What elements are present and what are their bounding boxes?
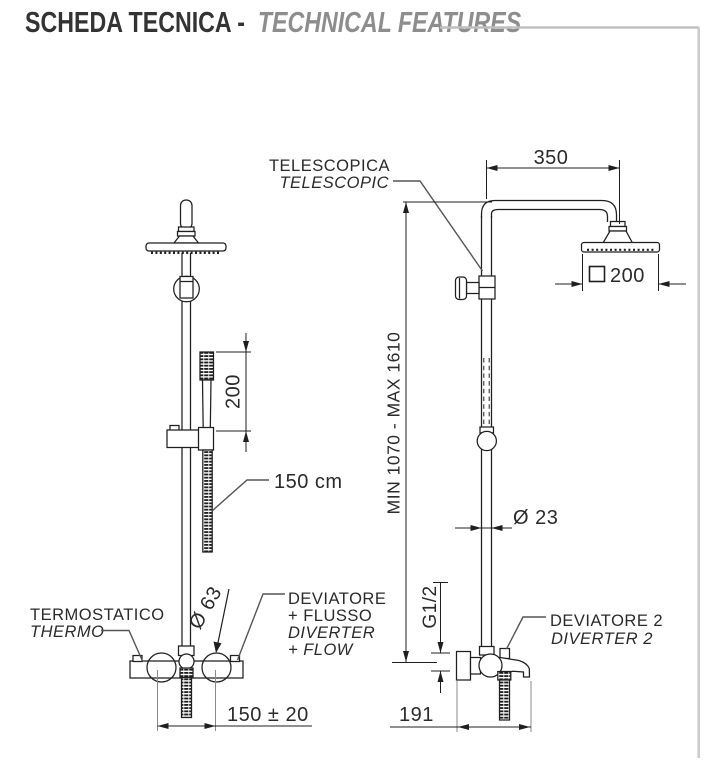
diverter-label-en-2: + FLOW (288, 641, 354, 659)
dim-191: 191 (390, 681, 532, 732)
mixer-knob-left (146, 652, 177, 683)
diverter2-label-it: DEVIATORE 2 (550, 612, 663, 630)
hand-shower-wand (201, 379, 212, 430)
hose-nut (179, 667, 194, 679)
diverter-label-en-1: DIVERTER (288, 624, 375, 642)
square-symbol (588, 265, 606, 283)
label-deviatore-flusso: DEVIATORE + FLUSSO DIVERTER + FLOW (236, 590, 386, 661)
telescopic-label-it: TELESCOPICA (269, 157, 390, 175)
ball-joint (476, 426, 498, 452)
thread-size-text: G1/2 (420, 585, 441, 628)
arm-length-text: 350 (534, 147, 569, 169)
thermostatic-label-en: THERMO (30, 623, 105, 641)
body-diameter-text: Ø 63 (185, 583, 227, 633)
height-range-text: MIN 1070 - MAX 1610 (384, 332, 404, 515)
head-size-text: 200 (610, 265, 645, 287)
wall-mixer (455, 645, 531, 721)
mixer-hose-right (498, 679, 511, 721)
dim-350: 350 (486, 147, 620, 224)
overhead-shower-left (145, 199, 227, 255)
diverter2-label-en: DIVERTER 2 (551, 630, 653, 648)
shower-arm (480, 199, 618, 222)
telescopic-handle (454, 276, 468, 301)
shower-head-plate-left (145, 242, 227, 252)
wall-flange (455, 650, 472, 681)
diverter2-knob (499, 647, 511, 660)
mixer-center-cap (178, 653, 195, 670)
diverter-label-it-2: + FLUSSO (288, 607, 372, 625)
thermostatic-label-it: TERMOSTATICO (30, 606, 165, 624)
left-column-drawing: 200 150 cm TERMOSTATICO THERMO Ø 63 (30, 199, 386, 731)
mixer-knob-right (201, 652, 232, 683)
dim-height-range: MIN 1070 - MAX 1610 (384, 201, 492, 663)
slider-ring (173, 275, 200, 303)
label-termostatico: TERMOSTATICO THERMO (30, 606, 165, 662)
dim-g12: G1/2 (420, 582, 450, 693)
pipe-diameter-text: Ø 23 (513, 507, 558, 529)
hose-length-text: 150 cm (274, 471, 343, 493)
rain-head (580, 220, 661, 253)
hand-shower-head (199, 351, 215, 381)
inlet-distance-text: 150 ± 20 (227, 704, 309, 726)
dim-square-200: 200 (555, 254, 686, 291)
thermostatic-mixer (129, 645, 244, 719)
mixer-hose-down (180, 676, 193, 719)
label-deviatore-2: DEVIATORE 2 DIVERTER 2 (505, 612, 663, 650)
diverter-label-it-1: DEVIATORE (288, 590, 386, 608)
page-title-english: TECHNICAL FEATURES (257, 7, 522, 39)
wall-to-spout-text: 191 (399, 704, 434, 726)
telescopic-joint (454, 275, 496, 301)
frame-border (440, 26, 701, 758)
dim-diameter-23: Ø 23 (455, 507, 558, 531)
dim-200-left: 200 (216, 333, 251, 452)
label-150cm: 150 cm (211, 471, 343, 512)
column-pipe-left (181, 253, 192, 647)
hose-nut-right (497, 670, 512, 681)
telescopic-label-en: TELESCOPIC (279, 174, 389, 192)
dim-150-20: 150 ± 20 (157, 670, 312, 731)
label-diameter-63: Ø 63 (185, 583, 230, 653)
dim-200-text: 200 (223, 374, 245, 409)
label-telescopica: TELESCOPICA TELESCOPIC (269, 157, 484, 272)
page-title-italian: SCHEDA TECNICA - (25, 7, 245, 39)
hand-shower (199, 351, 215, 430)
right-column-drawing: TELESCOPICA TELESCOPIC 350 (269, 147, 686, 732)
mixer-valve (478, 653, 503, 678)
page-title: SCHEDA TECNICA - TECHNICAL FEATURES (25, 7, 521, 40)
shower-hose (202, 449, 213, 553)
